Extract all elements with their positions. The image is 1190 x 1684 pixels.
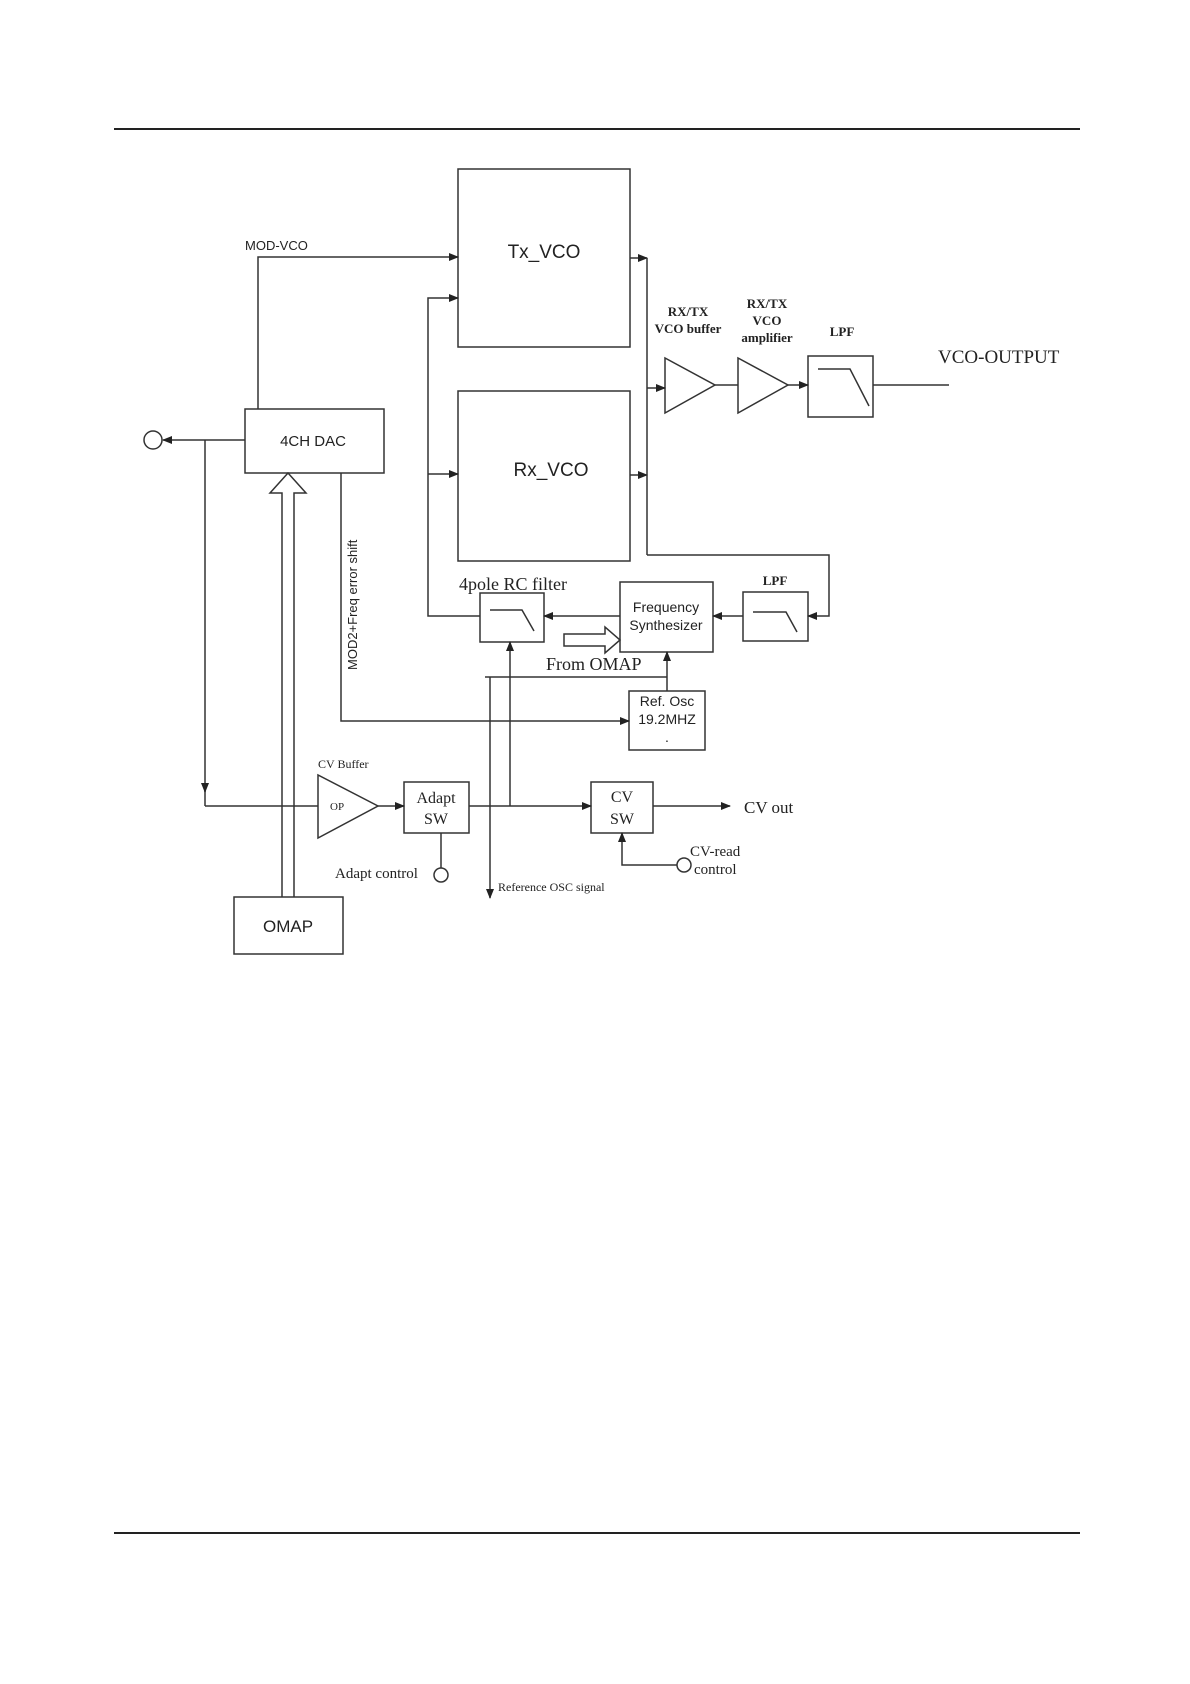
omap-bus-arrow	[270, 473, 306, 897]
rxtx-buffer-label-2: VCO buffer	[655, 321, 722, 336]
vco-output-label: VCO-OUTPUT	[938, 347, 1060, 368]
lpf-top-label: LPF	[830, 324, 855, 339]
rxtx-amp-label-1: RX/TX	[747, 296, 788, 311]
lpf-right-block	[743, 592, 808, 641]
adapt-control-terminal	[434, 868, 448, 882]
adapt-sw-label-1: Adapt	[416, 790, 456, 807]
mod2-freq-label: MOD2+Freq error shift	[345, 539, 360, 670]
cv-sw-label-2: SW	[610, 811, 635, 828]
from-omap-label: From OMAP	[546, 654, 642, 674]
cv-out-label: CV out	[744, 798, 794, 817]
mod-vco-label: MOD-VCO	[245, 238, 308, 253]
cv-buffer-op-triangle	[318, 775, 378, 838]
rc-filter-label: 4pole RC filter	[459, 574, 567, 594]
from-omap-arrow	[564, 627, 620, 653]
rc-filter-block	[480, 593, 544, 642]
dac-output-terminal	[144, 431, 162, 449]
freq-synth-label-1: Frequency	[633, 599, 699, 615]
cv-read-control-terminal	[677, 858, 691, 872]
cv-read-control-wire	[622, 833, 677, 865]
cv-read-label-2: control	[694, 862, 737, 878]
cv-buffer-label: CV Buffer	[318, 757, 369, 771]
rx-vco-label: Rx_VCO	[514, 460, 589, 481]
rxtx-buffer-label-1: RX/TX	[668, 304, 709, 319]
vco-buffer-triangle	[665, 358, 715, 413]
rxtx-amp-label-2: VCO	[753, 313, 782, 328]
vco-amplifier-triangle	[738, 358, 788, 413]
lpf-top-block	[808, 356, 873, 417]
ref-osc-label-1: Ref. Osc	[640, 693, 694, 709]
cv-read-label-1: CV-read	[690, 844, 741, 860]
cv-sw-label-1: CV	[611, 789, 634, 806]
omap-label: OMAP	[263, 917, 313, 936]
adapt-sw-label-2: SW	[424, 811, 449, 828]
ref-osc-label-3: .	[665, 729, 669, 745]
freq-synth-label-2: Synthesizer	[629, 617, 702, 633]
dac-label: 4CH DAC	[280, 433, 346, 450]
op-label: OP	[330, 801, 344, 813]
tx-vco-label: Tx_VCO	[508, 242, 581, 263]
adapt-control-label: Adapt control	[335, 866, 418, 882]
rxtx-amp-label-3: amplifier	[741, 330, 792, 345]
lpf-right-label: LPF	[763, 573, 788, 588]
reference-osc-signal-label: Reference OSC signal	[498, 880, 605, 894]
ref-osc-label-2: 19.2MHZ	[638, 711, 696, 727]
